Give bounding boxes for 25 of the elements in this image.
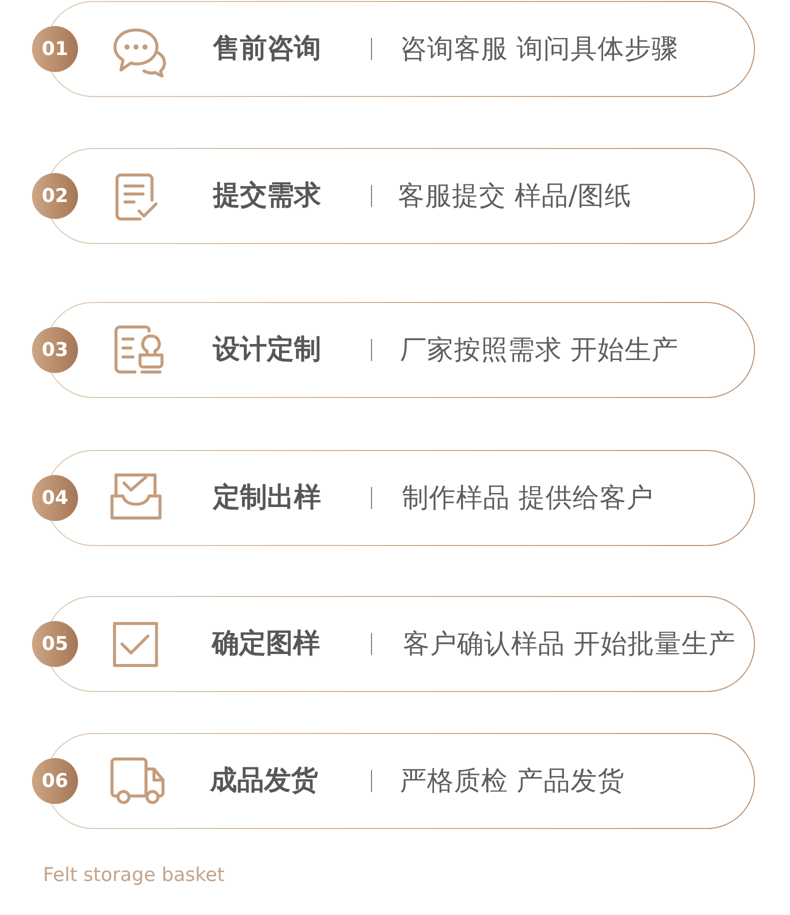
step-card	[32, 302, 755, 398]
step-description: 客户确认样品 开始批量生产	[403, 627, 736, 661]
step-card	[32, 450, 755, 546]
step-number-badge: 06	[32, 758, 78, 804]
step-card	[32, 596, 755, 692]
step-title: 定制出样	[213, 481, 321, 515]
step-title: 设计定制	[213, 333, 321, 367]
step-title: 成品发货	[210, 764, 318, 798]
step-number-badge: 03	[32, 327, 78, 373]
step-description: 厂家按照需求 开始生产	[400, 333, 678, 367]
step-description: 严格质检 产品发货	[400, 764, 624, 798]
step-number-badge: 04	[32, 475, 78, 521]
footer-caption: Felt storage basket	[43, 864, 225, 887]
step-title: 售前咨询	[213, 32, 321, 66]
step-title: 确定图样	[212, 627, 320, 661]
step-number-badge: 01	[32, 26, 78, 72]
step-card	[32, 1, 755, 97]
step-description: 咨询客服 询问具体步骤	[400, 32, 678, 66]
step-card	[32, 733, 755, 829]
step-description: 制作样品 提供给客户	[402, 481, 654, 515]
step-number-badge: 05	[32, 621, 78, 667]
step-description: 客服提交 样品/图纸	[398, 179, 632, 213]
step-card	[32, 148, 755, 244]
step-number-badge: 02	[32, 173, 78, 219]
step-title: 提交需求	[213, 179, 321, 213]
